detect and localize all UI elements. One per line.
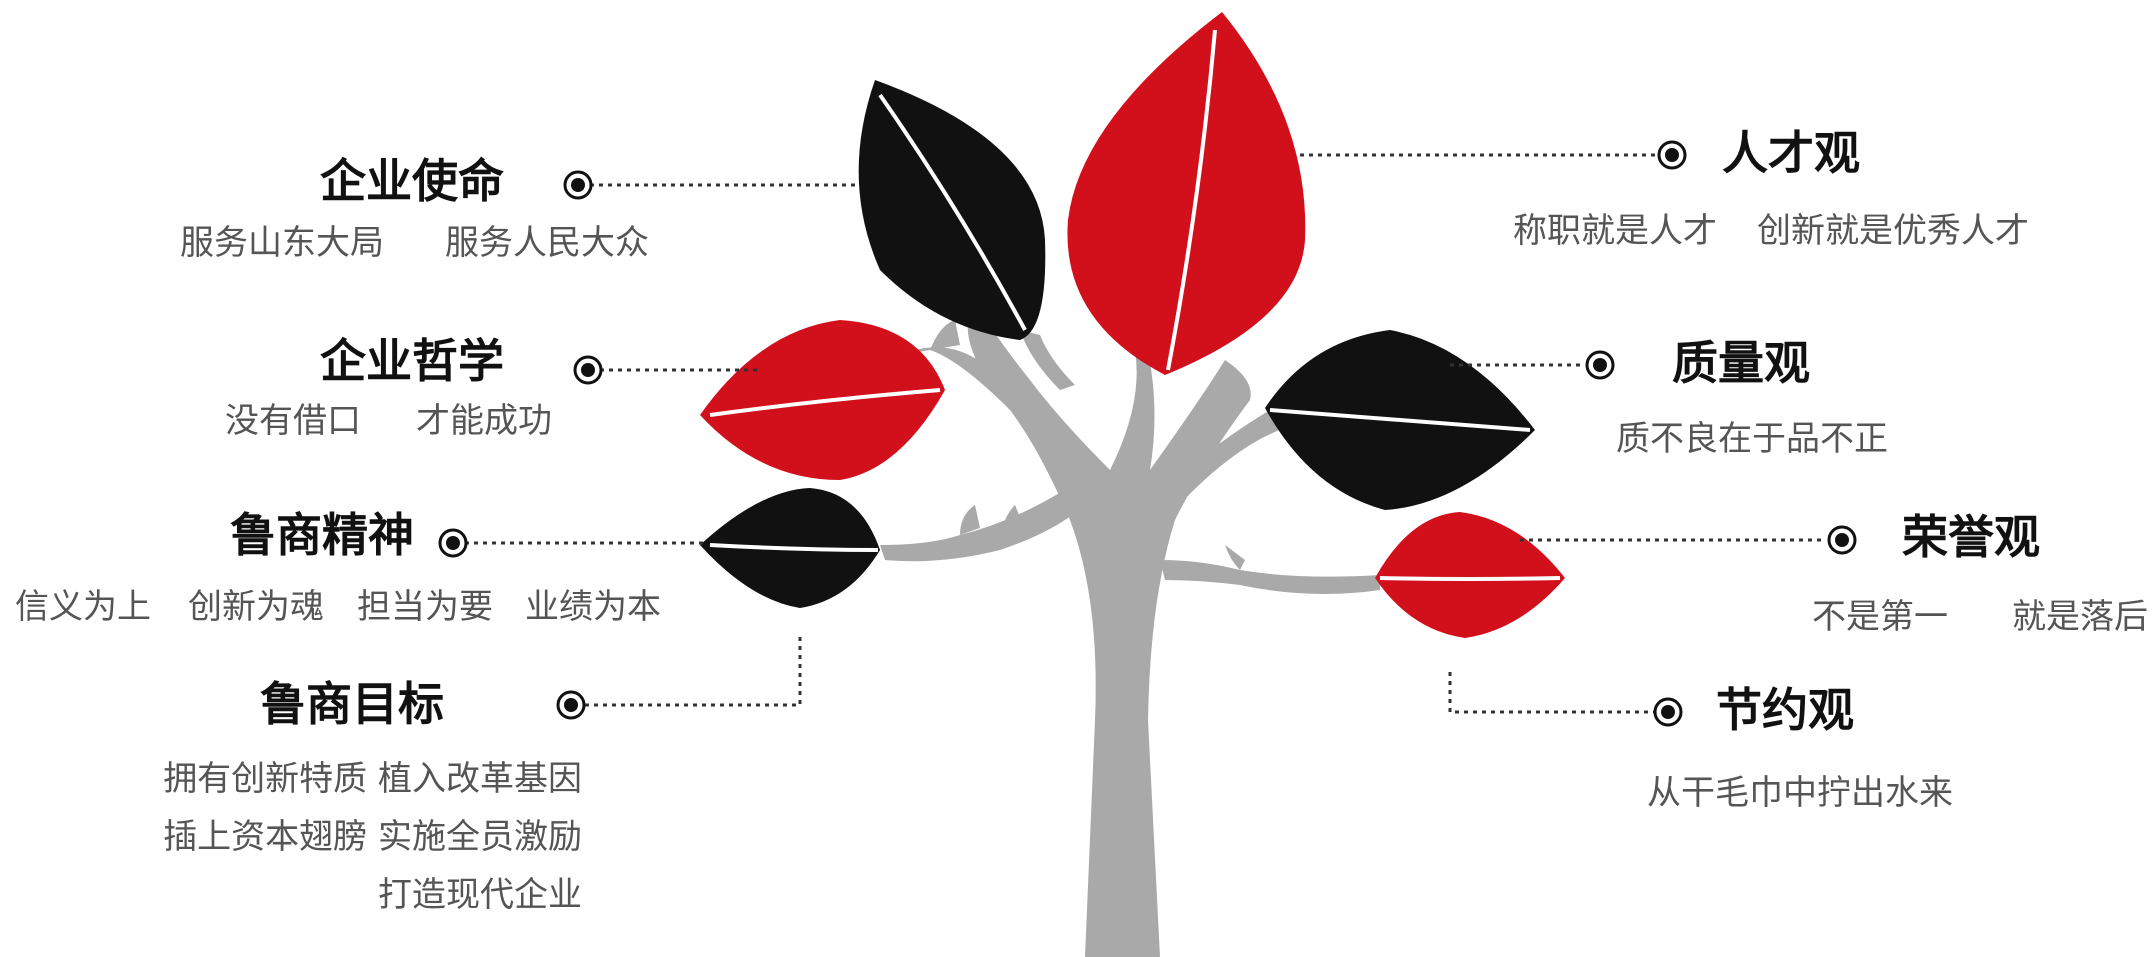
goal-line-1: 拥有创新特质 植入改革基因 bbox=[163, 762, 582, 796]
talent-title: 人才观 bbox=[1722, 130, 1860, 176]
target-dot-icon bbox=[575, 357, 601, 383]
goal-line-3: 打造现代企业 bbox=[378, 878, 582, 912]
spirit-line-3: 担当为要 bbox=[357, 590, 493, 624]
goal-title: 鲁商目标 bbox=[260, 681, 444, 727]
thrift-title: 节约观 bbox=[1716, 687, 1854, 733]
mission-title: 企业使命 bbox=[320, 158, 504, 204]
philosophy-line-2: 才能成功 bbox=[416, 404, 552, 438]
philosophy-line-1: 没有借口 bbox=[225, 404, 361, 438]
target-dot-icon bbox=[565, 172, 591, 198]
target-dot-icon bbox=[1655, 699, 1681, 725]
target-dot-icon bbox=[1829, 527, 1855, 553]
leaf-top-red bbox=[1067, 12, 1305, 375]
leaf-left-red bbox=[700, 320, 945, 480]
honor-line-1: 不是第一 bbox=[1812, 600, 1948, 634]
mission-line-1: 服务山东大局 bbox=[180, 226, 384, 260]
quality-title: 质量观 bbox=[1672, 340, 1810, 386]
target-dot-icon bbox=[558, 692, 584, 718]
spirit-title: 鲁商精神 bbox=[230, 512, 414, 558]
target-dot-icon bbox=[1587, 352, 1613, 378]
honor-line-2: 就是落后 bbox=[2012, 600, 2148, 634]
philosophy-title: 企业哲学 bbox=[320, 338, 504, 384]
talent-line-1: 称职就是人才 bbox=[1513, 214, 1717, 248]
spirit-line-2: 创新为魂 bbox=[188, 590, 324, 624]
leaf-left-black bbox=[700, 488, 880, 608]
leaf-right-red bbox=[1375, 512, 1565, 638]
spirit-line-1: 信义为上 bbox=[15, 590, 151, 624]
connector-thrift bbox=[1450, 672, 1655, 712]
thrift-line-1: 从干毛巾中拧出水来 bbox=[1647, 776, 1953, 810]
quality-line-1: 质不良在于品不正 bbox=[1616, 422, 1888, 456]
target-dot-icon bbox=[1659, 142, 1685, 168]
leaf-top-black bbox=[859, 80, 1046, 340]
target-dot-icon bbox=[440, 530, 466, 556]
leaf-right-black bbox=[1265, 330, 1535, 510]
talent-line-2: 创新就是优秀人才 bbox=[1757, 214, 2029, 248]
connector-goal bbox=[585, 635, 800, 705]
mission-line-2: 服务人民大众 bbox=[445, 226, 649, 260]
spirit-line-4: 业绩为本 bbox=[525, 590, 661, 624]
honor-title: 荣誉观 bbox=[1902, 514, 2040, 560]
goal-line-2: 插上资本翅膀 实施全员激励 bbox=[163, 820, 582, 854]
